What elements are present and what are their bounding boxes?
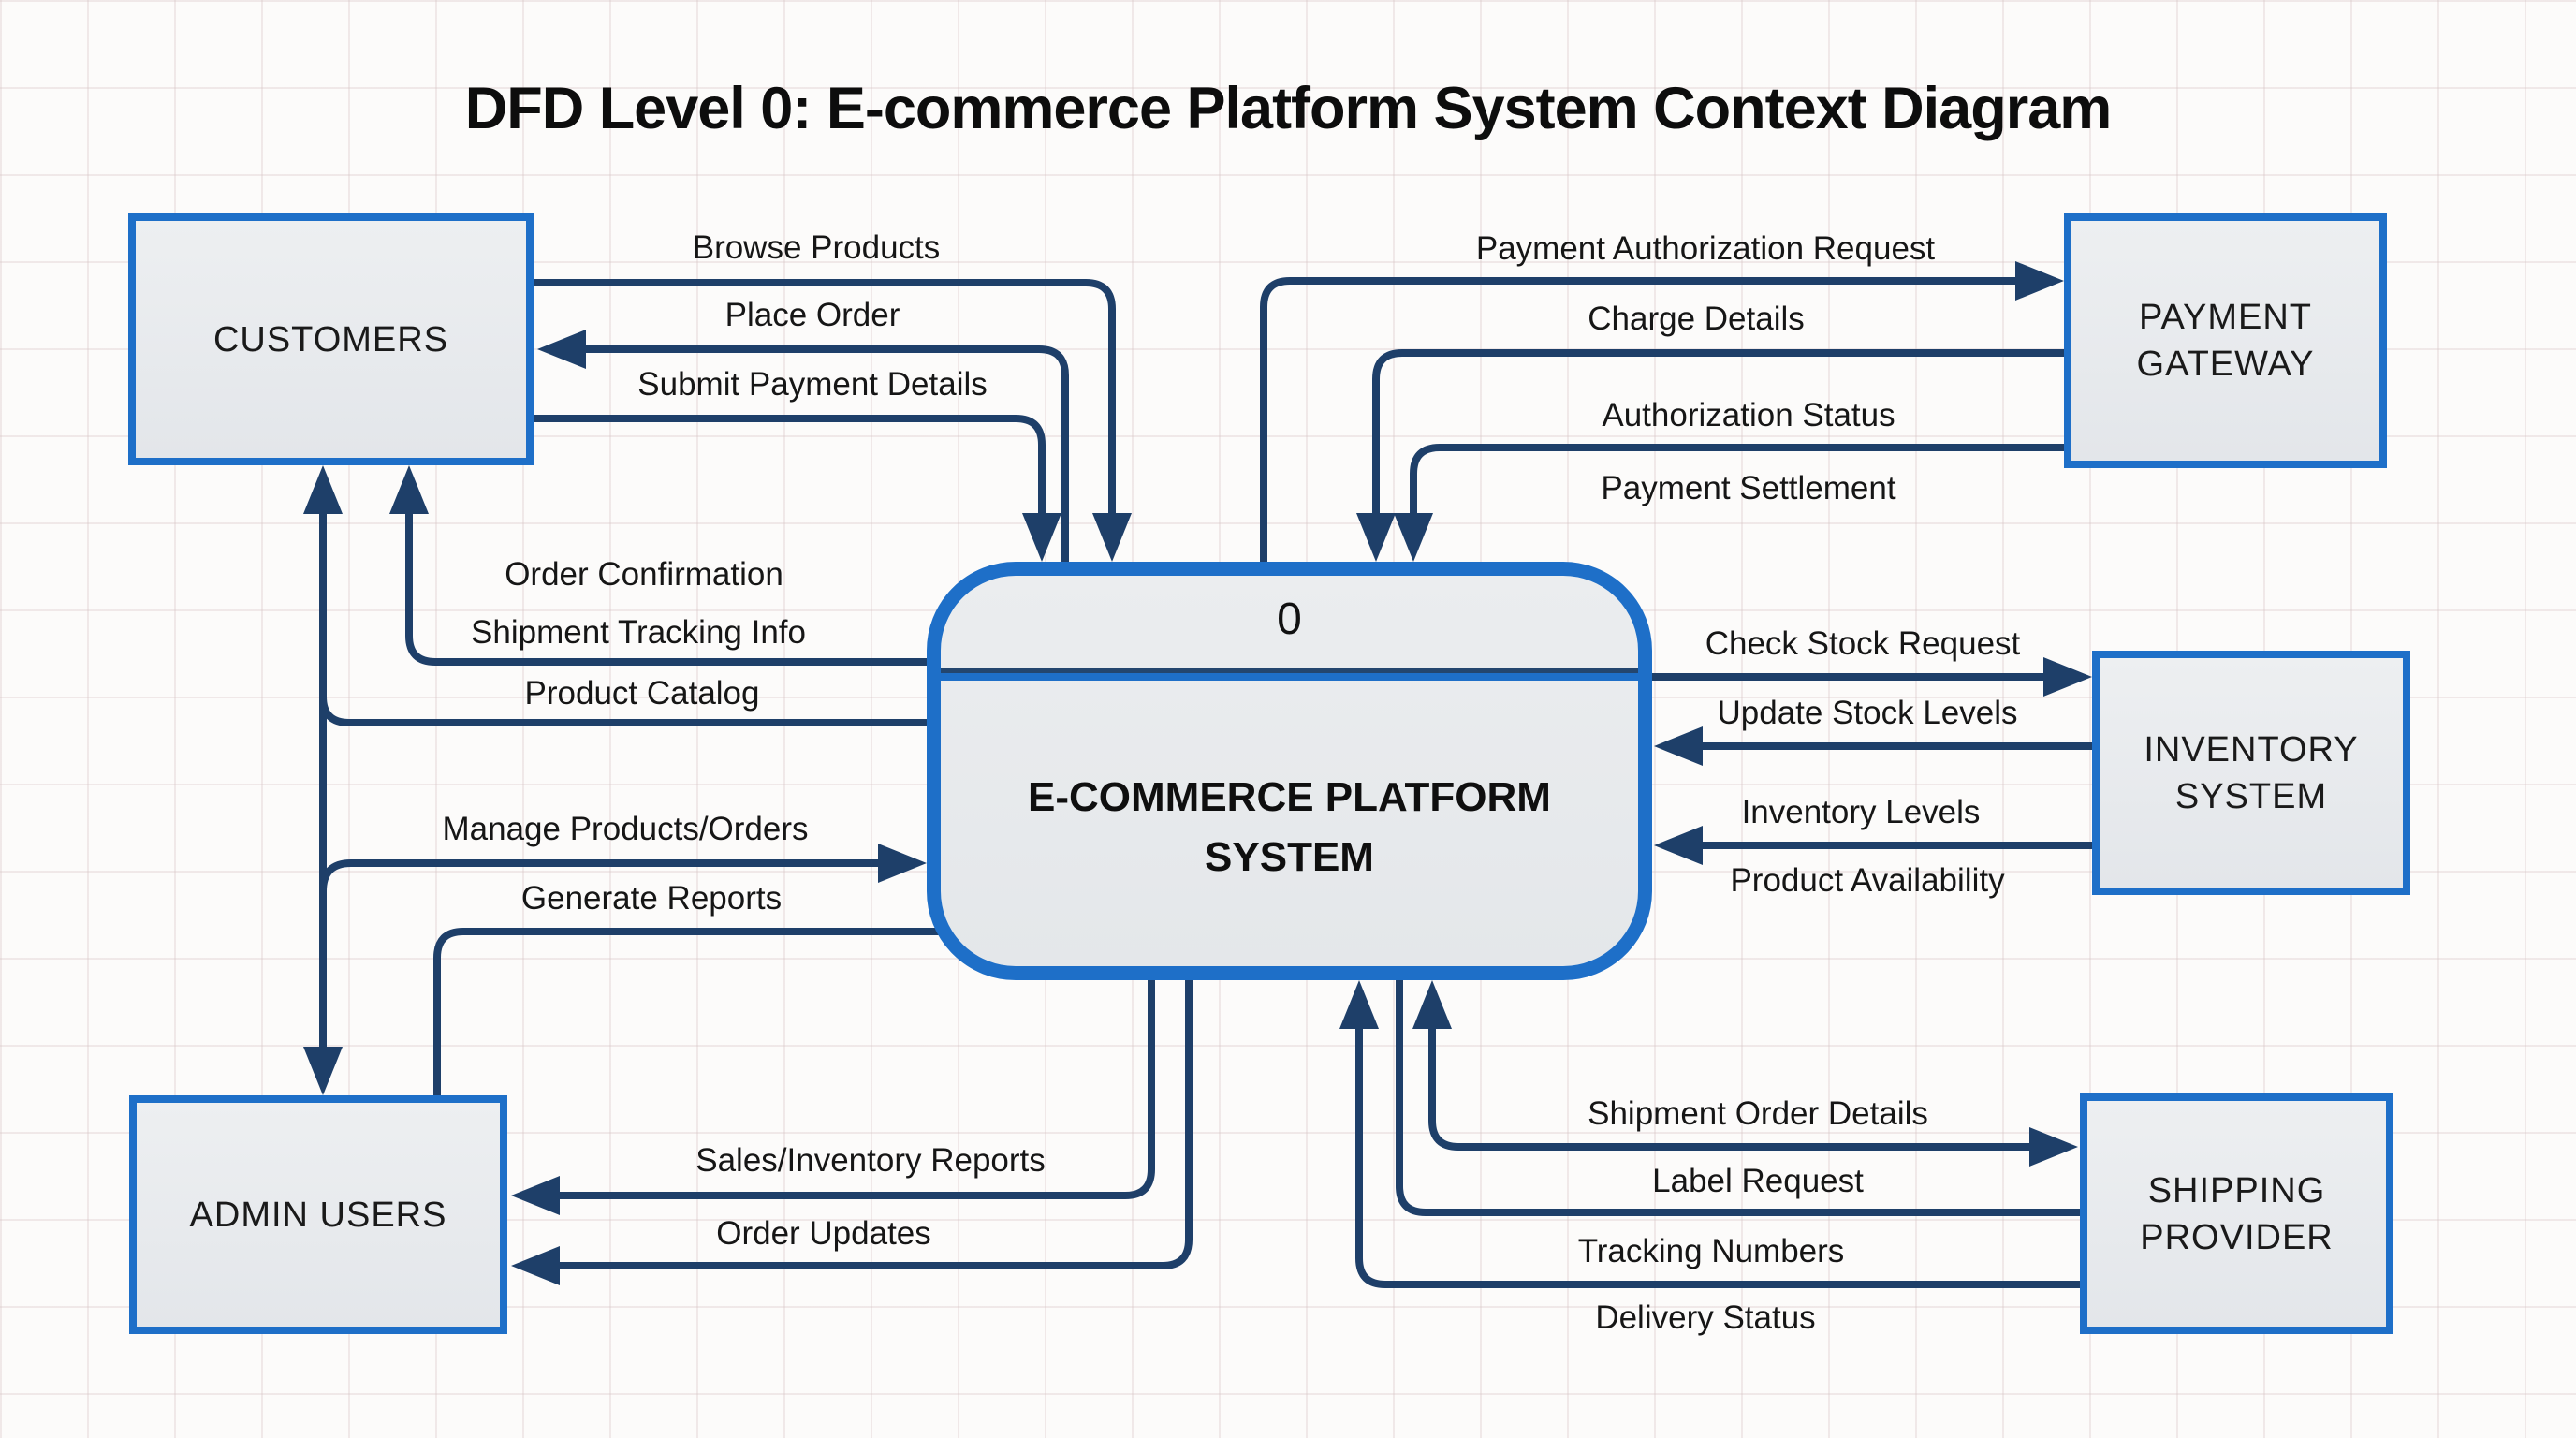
arrowhead-shipment-tracking	[389, 465, 429, 514]
flow-order-updates	[511, 980, 1193, 1285]
flow-label-submit-payment-details: Submit Payment Details	[637, 366, 988, 403]
flow-label-sales-inventory-reports: Sales/Inventory Reports	[695, 1142, 1046, 1179]
arrowhead-charge-details	[1356, 513, 1396, 562]
flow-label-shipment-tracking-info: Shipment Tracking Info	[471, 614, 806, 651]
arrowhead-check-stock-request	[2043, 657, 2092, 697]
entity-payment-gateway: PAYMENT GATEWAY	[2064, 213, 2387, 468]
flow-label-product-catalog: Product Catalog	[524, 675, 760, 712]
flow-charge-details	[1356, 349, 2064, 562]
flow-label-delivery-status: Delivery Status	[1595, 1299, 1816, 1336]
flow-customers-admin-vertical	[303, 465, 343, 1095]
flow-update-stock-levels	[1654, 726, 2092, 766]
flow-generate-reports	[433, 928, 945, 1095]
entity-shipping-provider: SHIPPING PROVIDER	[2080, 1093, 2393, 1334]
entity-payment-gateway-label: PAYMENT GATEWAY	[2136, 298, 2315, 384]
entity-admin-users: ADMIN USERS	[129, 1095, 507, 1334]
flow-label-manage-products-orders: Manage Products/Orders	[442, 811, 809, 847]
entity-inventory-system-label: INVENTORY SYSTEM	[2144, 729, 2359, 816]
flow-label-payment-authorization-request: Payment Authorization Request	[1475, 230, 1936, 267]
arrowhead-browse-products	[1092, 513, 1132, 562]
flow-label-order-confirmation: Order Confirmation	[505, 556, 783, 593]
arrowhead-to-customers	[303, 465, 343, 514]
flow-manage-products-orders	[319, 844, 927, 892]
arrowhead-authorization-status	[1394, 513, 1433, 562]
flow-label-payment-settlement: Payment Settlement	[1601, 470, 1896, 506]
arrowhead-place-order	[537, 330, 586, 369]
flow-check-stock-request	[1652, 657, 2092, 697]
arrowhead-tracking-numbers	[1339, 980, 1379, 1029]
arrowhead-order-updates	[511, 1246, 560, 1285]
flow-label-browse-products: Browse Products	[692, 229, 941, 266]
flow-label-tracking-numbers: Tracking Numbers	[1577, 1233, 1845, 1269]
flow-order-confirmation-shipment-tracking	[389, 465, 927, 666]
arrowhead-to-admin	[303, 1047, 343, 1095]
arrowhead-inventory-levels	[1654, 826, 1703, 865]
flow-browse-products	[534, 279, 1132, 562]
flow-label-authorization-status: Authorization Status	[1602, 397, 1895, 433]
diagram-title: DFD Level 0: E-commerce Platform System …	[464, 76, 2113, 141]
flow-authorization-status	[1394, 444, 2064, 562]
entity-shipping-provider-label: SHIPPING PROVIDER	[2140, 1170, 2334, 1257]
flow-label-request	[1396, 980, 2080, 1216]
process-name: E-COMMERCE PLATFORM SYSTEM	[1028, 774, 1551, 880]
process-number: 0	[1277, 594, 1302, 644]
flow-label-place-order: Place Order	[724, 297, 900, 333]
arrowhead-update-stock-levels	[1654, 726, 1703, 766]
flow-place-order	[537, 330, 1069, 562]
arrowhead-sales-inventory-reports	[511, 1176, 560, 1215]
flow-label-label-request: Label Request	[1652, 1163, 1864, 1199]
arrowhead-submit-payment-details	[1022, 513, 1061, 562]
arrowhead-shipment-order-details-up	[1412, 980, 1452, 1029]
flow-tracking-numbers	[1339, 980, 2080, 1288]
flow-label-charge-details: Charge Details	[1588, 301, 1805, 337]
flow-shipment-order-details	[1412, 980, 2078, 1167]
flow-label-generate-reports: Generate Reports	[520, 880, 783, 917]
flow-label-order-updates: Order Updates	[716, 1215, 931, 1252]
entity-customers-label: CUSTOMERS	[212, 319, 449, 360]
flow-inventory-levels	[1654, 826, 2092, 865]
process-divider	[941, 668, 1638, 681]
arrowhead-manage-products-orders	[878, 844, 927, 883]
flow-payment-authorization-request	[1260, 261, 2064, 562]
entity-customers: CUSTOMERS	[128, 213, 534, 465]
flow-sales-inventory-reports	[511, 980, 1155, 1215]
process-node: 0 E-COMMERCE PLATFORM SYSTEM	[927, 562, 1652, 980]
flow-submit-payment-details	[534, 415, 1061, 562]
flow-label-inventory-levels: Inventory Levels	[1741, 794, 1981, 830]
flow-label-product-availability: Product Availability	[1730, 862, 2005, 899]
entity-inventory-system: INVENTORY SYSTEM	[2092, 651, 2410, 895]
flow-label-check-stock-request: Check Stock Request	[1705, 625, 2021, 662]
arrowhead-payment-authorization-request	[2015, 261, 2064, 301]
arrowhead-shipment-order-details-right	[2029, 1127, 2078, 1167]
flow-label-shipment-order-details: Shipment Order Details	[1588, 1095, 1928, 1132]
flow-label-update-stock-levels: Update Stock Levels	[1717, 695, 2018, 731]
entity-admin-users-label: ADMIN USERS	[189, 1195, 447, 1235]
